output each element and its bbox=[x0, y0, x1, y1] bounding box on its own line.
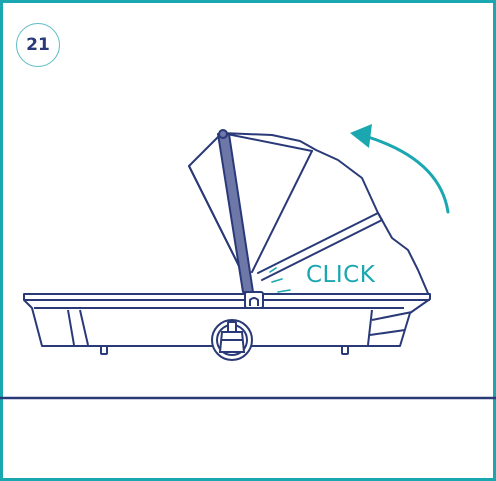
click-label: CLICK bbox=[306, 262, 376, 288]
curved-arrow-icon bbox=[350, 124, 450, 214]
carry-handle-icon bbox=[211, 319, 253, 361]
step-badge: 21 bbox=[16, 23, 60, 67]
click-marks bbox=[269, 267, 291, 293]
step-number: 21 bbox=[26, 35, 50, 55]
canopy bbox=[188, 132, 431, 299]
hinge-lock-icon bbox=[244, 291, 264, 309]
